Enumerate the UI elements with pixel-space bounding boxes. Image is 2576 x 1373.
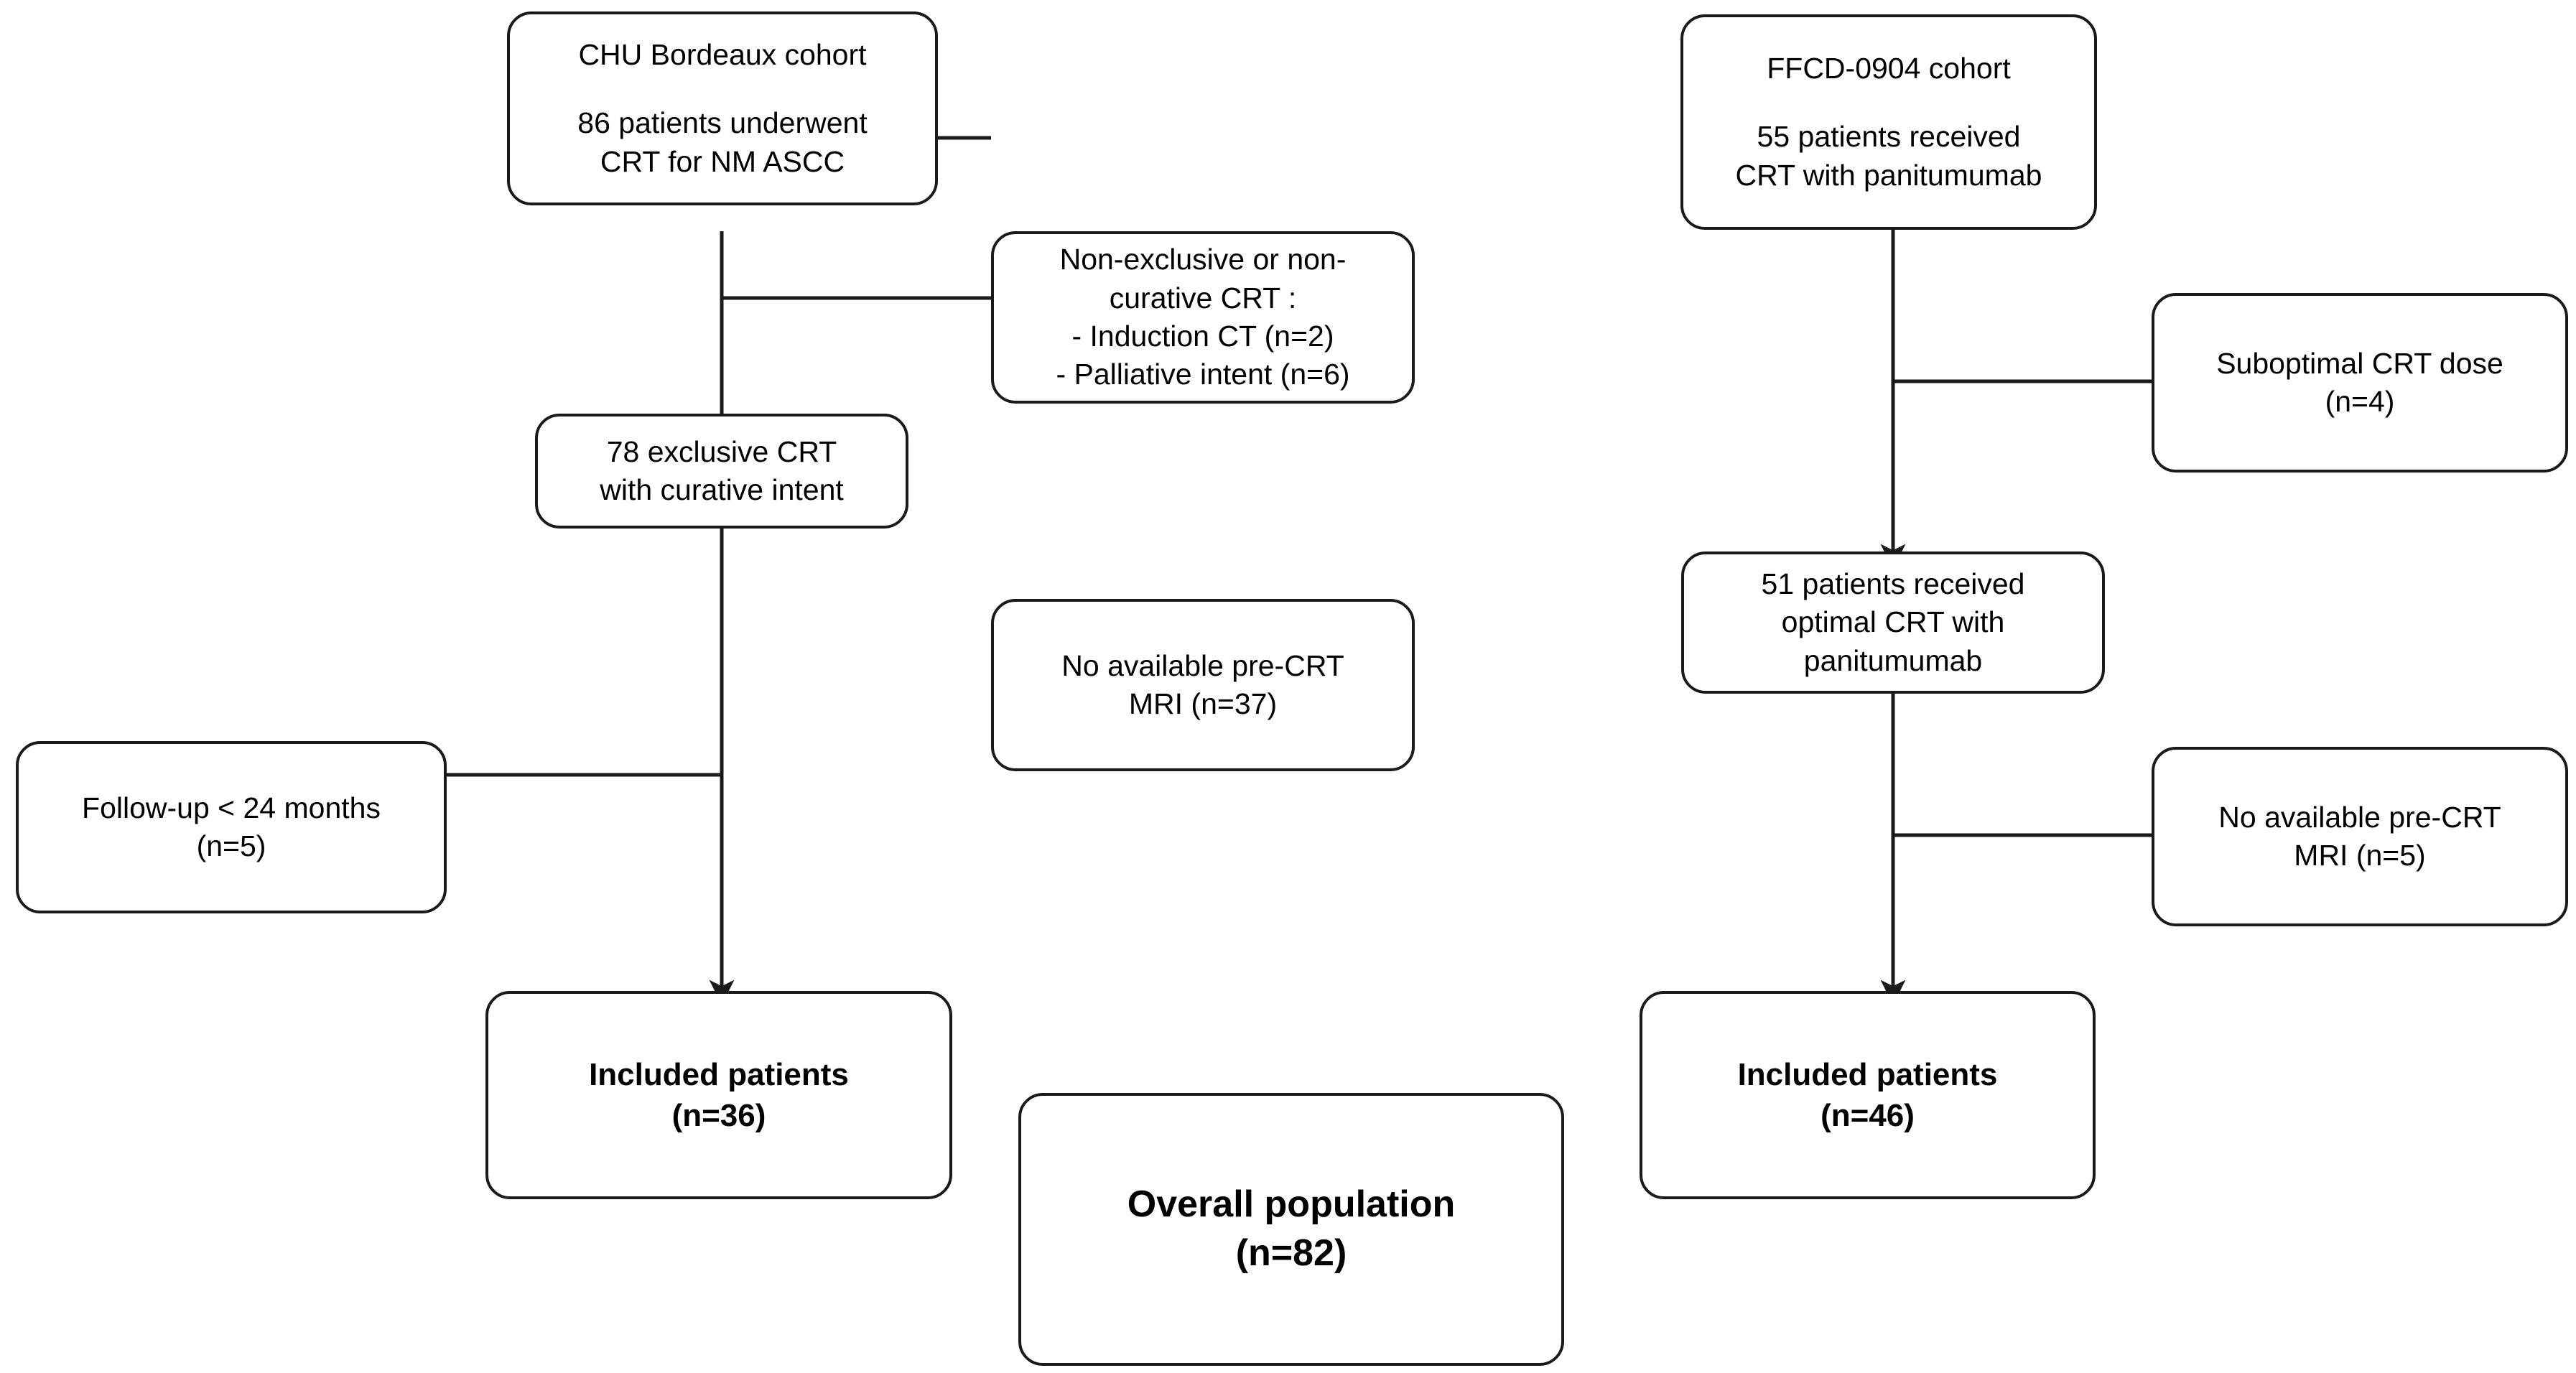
followup-left-line-2: (n=5) bbox=[196, 829, 266, 862]
ffcd-cohort-line-1: FFCD-0904 cohort bbox=[1767, 52, 2011, 85]
node-overall-population[interactable]: Overall population (n=82) bbox=[1018, 1093, 1564, 1366]
included-left-line-1: Included patients bbox=[589, 1056, 849, 1092]
overall-line-1: Overall population bbox=[1127, 1183, 1456, 1226]
no-mri-right-line-2: MRI (n=5) bbox=[2294, 839, 2426, 872]
chu-cohort-line-3: CRT for NM ASCC bbox=[600, 144, 845, 178]
suboptimal-line-2: (n=4) bbox=[2325, 385, 2395, 418]
optimal-crt-line-2: optimal CRT with bbox=[1781, 605, 2005, 639]
node-no-available-pre-crt-mri-5[interactable]: No available pre-CRT MRI (n=5) bbox=[2152, 747, 2568, 926]
optimal-crt-line-1: 51 patients received bbox=[1761, 567, 2025, 601]
node-included-patients-36[interactable]: Included patients (n=36) bbox=[485, 991, 952, 1199]
non-exclusive-line-2: curative CRT : bbox=[1109, 281, 1297, 315]
exclusive-crt-line-2: with curative intent bbox=[600, 473, 844, 506]
node-non-exclusive-crt[interactable]: Non-exclusive or non- curative CRT : - I… bbox=[991, 231, 1415, 404]
node-followup-under-24-months[interactable]: Follow-up < 24 months (n=5) bbox=[16, 741, 447, 913]
followup-left-line-1: Follow-up < 24 months bbox=[82, 791, 381, 824]
node-included-patients-46[interactable]: Included patients (n=46) bbox=[1640, 991, 2096, 1199]
node-no-available-pre-crt-mri-37[interactable]: No available pre-CRT MRI (n=37) bbox=[991, 599, 1415, 771]
optimal-crt-line-3: panitumumab bbox=[1803, 643, 1983, 677]
non-exclusive-line-4: - Palliative intent (n=6) bbox=[1056, 358, 1350, 391]
node-suboptimal-crt-dose[interactable]: Suboptimal CRT dose (n=4) bbox=[2152, 293, 2568, 473]
no-mri-left-line-2: MRI (n=37) bbox=[1128, 687, 1278, 720]
no-mri-right-line-1: No available pre-CRT bbox=[2218, 800, 2501, 834]
chu-cohort-line-2: 86 patients underwent bbox=[577, 106, 868, 140]
node-chu-bordeaux-cohort[interactable]: CHU Bordeaux cohort 86 patients underwen… bbox=[507, 11, 938, 205]
non-exclusive-line-3: - Induction CT (n=2) bbox=[1071, 320, 1334, 353]
no-mri-left-line-1: No available pre-CRT bbox=[1061, 648, 1344, 682]
overall-line-2: (n=82) bbox=[1235, 1232, 1347, 1274]
non-exclusive-line-1: Non-exclusive or non- bbox=[1059, 243, 1347, 276]
ffcd-cohort-line-2: 55 patients received bbox=[1757, 120, 2021, 154]
ffcd-cohort-line-3: CRT with panitumumab bbox=[1735, 158, 2042, 192]
included-right-line-1: Included patients bbox=[1737, 1056, 1998, 1092]
node-51-patients-optimal-crt[interactable]: 51 patients received optimal CRT with pa… bbox=[1681, 551, 2105, 694]
node-78-exclusive-crt[interactable]: 78 exclusive CRT with curative intent bbox=[535, 414, 908, 529]
chu-cohort-line-1: CHU Bordeaux cohort bbox=[578, 38, 867, 72]
suboptimal-line-1: Suboptimal CRT dose bbox=[2216, 346, 2503, 380]
included-right-line-2: (n=46) bbox=[1821, 1098, 1915, 1133]
node-ffcd-0904-cohort[interactable]: FFCD-0904 cohort 55 patients received CR… bbox=[1680, 14, 2097, 230]
exclusive-crt-line-1: 78 exclusive CRT bbox=[606, 434, 837, 468]
included-left-line-2: (n=36) bbox=[671, 1098, 766, 1133]
